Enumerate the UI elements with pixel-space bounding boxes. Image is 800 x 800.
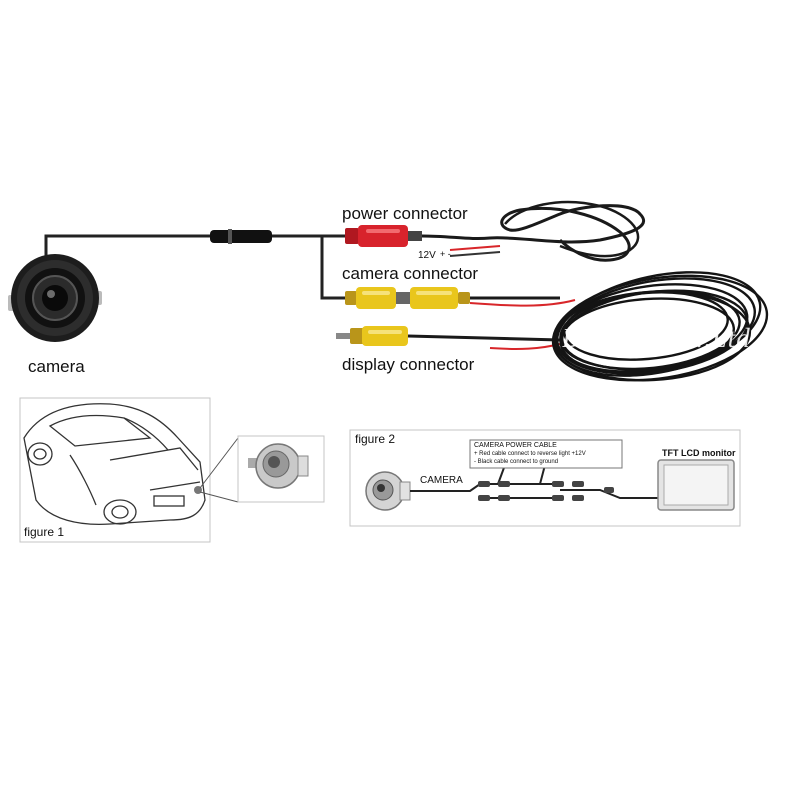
cable-split	[320, 234, 346, 300]
car-drawing	[23, 403, 206, 526]
voltage-label: 12V	[418, 250, 436, 261]
zoomed-camera	[248, 443, 309, 489]
fig2-plugs	[478, 481, 614, 501]
power-cable-note-box	[469, 439, 623, 469]
display-connector-label: display connector	[342, 355, 475, 374]
power-cable-line1: + Red cable connect to reverse light +12…	[474, 451, 586, 457]
power-cable-title: CAMERA POWER CABLE	[474, 442, 557, 449]
power-connector-plug	[345, 225, 422, 247]
display-red-wire	[489, 343, 561, 350]
power-cable-line2: - Black cable connect to ground	[474, 459, 559, 465]
fig2-monitor-label: TFT LCD monitor	[662, 448, 736, 458]
figure1-caption: figure 1	[24, 525, 65, 539]
camera-device	[8, 254, 102, 342]
tft-monitor	[657, 459, 735, 511]
fig2-camera-label: CAMERA	[420, 475, 463, 486]
display-cable	[407, 334, 561, 342]
figure1-panel	[19, 397, 211, 543]
camera-connector-plug	[345, 287, 470, 309]
camera-cable	[44, 234, 320, 262]
fig2-camera	[365, 471, 411, 511]
camera-connector-label: camera connector	[342, 264, 479, 283]
power-cable	[421, 204, 646, 262]
display-connector-plug	[336, 326, 408, 346]
video-red-wire	[469, 299, 576, 307]
camera-label: camera	[28, 357, 85, 376]
polarity-label: + -	[440, 249, 451, 259]
watermark: Bonjore Co.,Ltd	[562, 323, 751, 353]
power-red-wire	[449, 245, 501, 251]
cable-coil	[551, 271, 769, 382]
figure2-caption: figure 2	[355, 432, 396, 446]
zoom-lines	[199, 437, 239, 503]
power-connector-label: power connector	[342, 204, 468, 223]
inline-connector-ring	[228, 229, 232, 244]
inline-connector	[210, 230, 272, 243]
power-cable-loop	[504, 200, 640, 258]
power-black-wire	[449, 251, 501, 257]
